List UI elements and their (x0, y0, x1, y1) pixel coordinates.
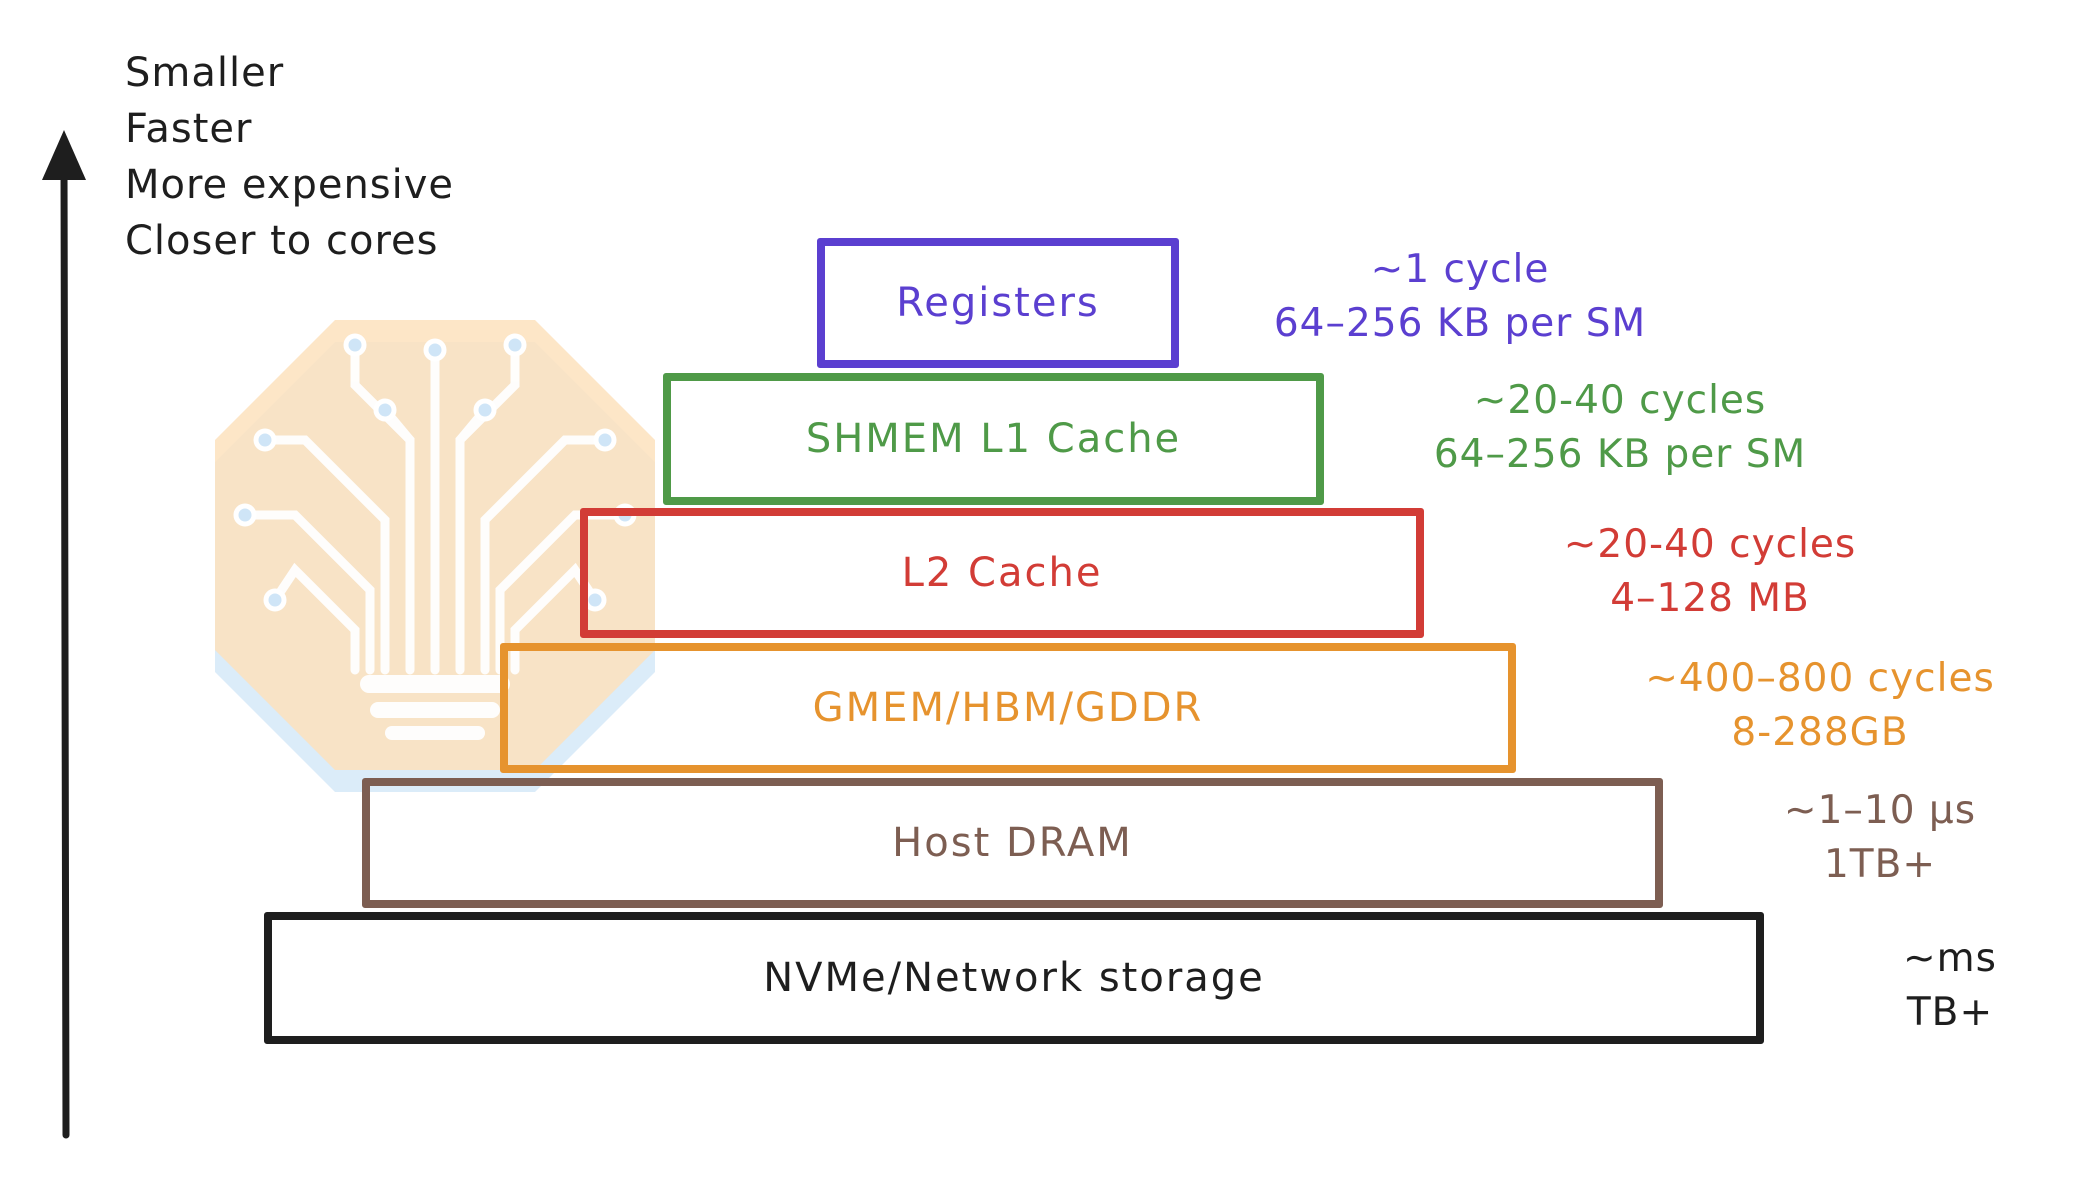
note-l2-cache: ~20-40 cycles 4–128 MB (1540, 518, 1880, 626)
tier-label-l2-cache: L2 Cache (901, 550, 1103, 596)
tier-registers: Registers (817, 238, 1179, 368)
capacity-shmem-l1-cache: 64–256 KB per SM (1433, 432, 1807, 477)
note-host-dram: ~1–10 µs 1TB+ (1760, 784, 2000, 892)
note-nvme-network-storage: ~ms TB+ (1880, 932, 2020, 1040)
latency-l2-cache: ~20-40 cycles (1563, 522, 1857, 567)
tier-label-shmem-l1-cache: SHMEM L1 Cache (805, 416, 1182, 462)
tier-host-dram: Host DRAM (362, 778, 1663, 908)
axis-label-smaller: Smaller (125, 50, 285, 96)
note-registers: ~1 cycle 64–256 KB per SM (1230, 243, 1690, 351)
tier-shmem-l1-cache: SHMEM L1 Cache (663, 373, 1324, 505)
tier-nvme-network-storage: NVMe/Network storage (264, 912, 1764, 1044)
axis-label-closer-to-cores: Closer to cores (125, 218, 439, 264)
tier-label-host-dram: Host DRAM (892, 820, 1133, 866)
note-shmem-l1-cache: ~20-40 cycles 64–256 KB per SM (1410, 374, 1830, 482)
axis-label-more-expensive: More expensive (125, 162, 455, 208)
axis-arrow (42, 130, 86, 1139)
tier-label-gmem-hbm-gddr: GMEM/HBM/GDDR (812, 685, 1204, 731)
latency-host-dram: ~1–10 µs (1783, 788, 1977, 833)
capacity-nvme-network-storage: TB+ (1906, 990, 1994, 1035)
tier-gmem-hbm-gddr: GMEM/HBM/GDDR (500, 643, 1516, 773)
latency-registers: ~1 cycle (1370, 247, 1550, 292)
axis-label-faster: Faster (125, 106, 253, 152)
circuit-tree-lightbulb-icon (215, 320, 655, 792)
capacity-host-dram: 1TB+ (1823, 842, 1937, 887)
tier-label-registers: Registers (896, 280, 1100, 326)
tier-label-nvme-network-storage: NVMe/Network storage (763, 955, 1265, 1001)
latency-gmem-hbm-gddr: ~400–800 cycles (1645, 656, 1995, 701)
capacity-registers: 64–256 KB per SM (1273, 301, 1647, 346)
note-gmem-hbm-gddr: ~400–800 cycles 8-288GB (1620, 652, 2020, 760)
tier-l2-cache: L2 Cache (580, 508, 1424, 638)
capacity-l2-cache: 4–128 MB (1610, 576, 1810, 621)
capacity-gmem-hbm-gddr: 8-288GB (1731, 710, 1909, 755)
latency-nvme-network-storage: ~ms (1903, 936, 1997, 981)
latency-shmem-l1-cache: ~20-40 cycles (1473, 378, 1767, 423)
